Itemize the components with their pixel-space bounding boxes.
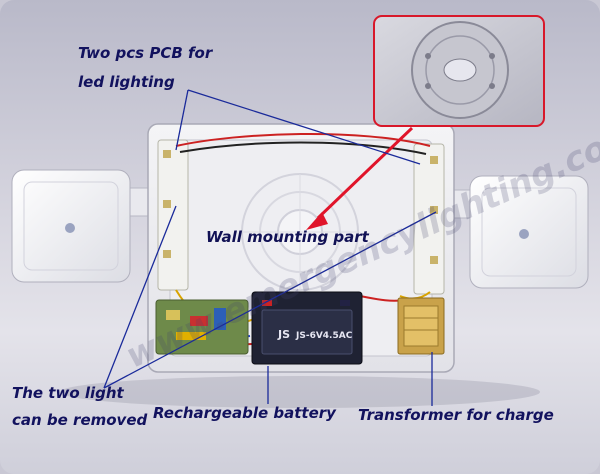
battery-model: JS-6V4.5AC bbox=[295, 331, 353, 341]
removable-label-line1: The two light bbox=[12, 384, 124, 402]
left-lamp-head bbox=[11, 169, 152, 283]
pcb-label-line2: led lighting bbox=[78, 73, 175, 91]
removable-lights-label: The two light can be removed bbox=[12, 384, 147, 429]
battery-label: Rechargeable battery bbox=[153, 404, 336, 422]
battery: JS JS-6V4.5AC bbox=[251, 291, 363, 365]
pointer-arrow bbox=[306, 126, 414, 230]
unit-shadow bbox=[60, 376, 540, 408]
pcb-right bbox=[413, 143, 445, 295]
control-board bbox=[155, 299, 249, 355]
pcb-label: Two pcs PCB for led lighting bbox=[78, 44, 212, 91]
pcb-label-line1: Two pcs PCB for bbox=[78, 44, 213, 62]
removable-label-line2: can be removed bbox=[12, 411, 148, 429]
wall-mount-label: Wall mounting part bbox=[206, 228, 369, 246]
transformer-label: Transformer for charge bbox=[358, 406, 554, 424]
wall-plate-inset bbox=[373, 15, 545, 127]
battery-brand: JS bbox=[277, 328, 290, 341]
transformer bbox=[397, 297, 445, 355]
leader-lines bbox=[103, 89, 437, 406]
